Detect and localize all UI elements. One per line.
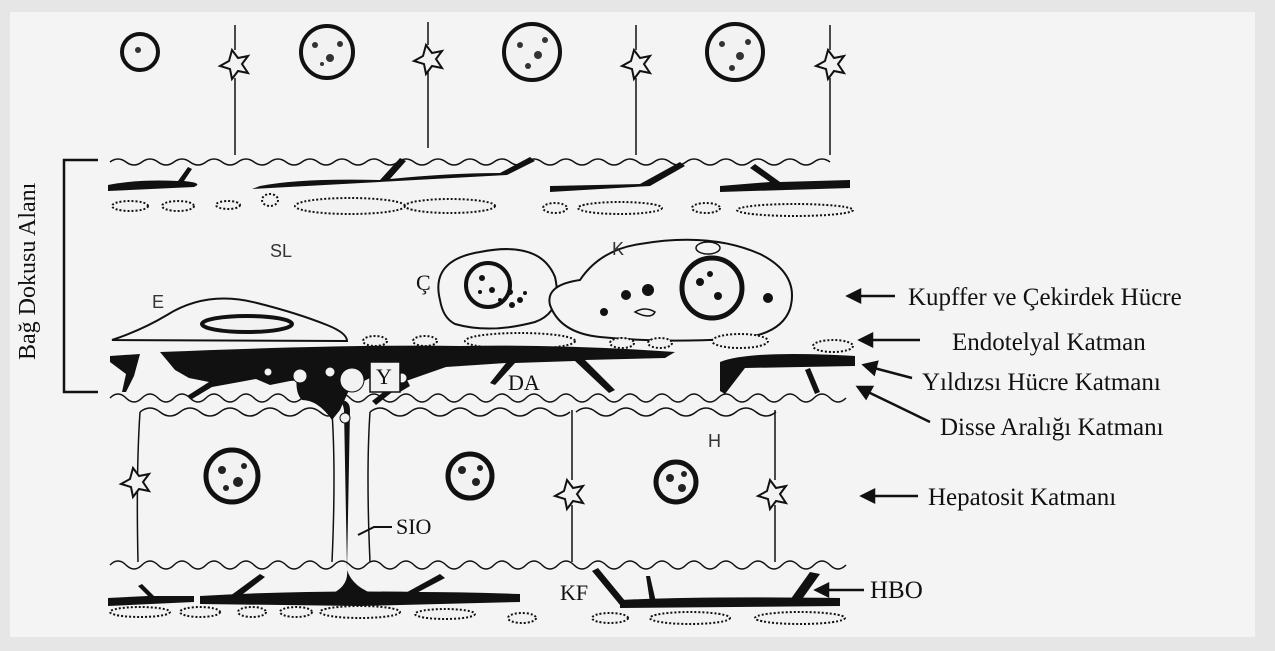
label-kf: KF [560,582,588,604]
hepatocyte-nucleus-1 [206,450,258,502]
label-e: E [152,293,164,311]
label-y: Y [376,366,392,388]
top-nucleus-4 [707,24,763,80]
bracket-label: Bağ Dokusu Alanı [15,183,42,360]
label-yildizsi: Yıldızsı Hücre Katmanı [922,370,1161,395]
hepatocyte-nucleus-2 [448,454,492,498]
label-sl: SL [270,242,292,260]
label-k: K [612,240,624,258]
hepatocyte-nucleus-3 [656,462,696,502]
label-sio: SIO [396,516,431,538]
label-hbo: HBO [870,578,923,603]
kupffer-nucleus-c [466,263,510,307]
top-nucleus-3 [504,24,560,80]
kupffer-nucleus-k [682,258,742,318]
label-hepatosit: Hepatosit Katmanı [928,485,1116,510]
label-endotelyal: Endotelyal Katman [952,330,1146,355]
label-da: DA [508,372,540,394]
endothelial-nucleus-e [202,316,292,332]
top-nucleus-2 [301,26,353,78]
label-c: Ç [416,272,431,294]
label-kupffer: Kupffer ve Çekirdek Hücre [908,285,1182,310]
label-disse: Disse Aralığı Katmanı [940,415,1164,440]
label-h: H [708,432,721,450]
